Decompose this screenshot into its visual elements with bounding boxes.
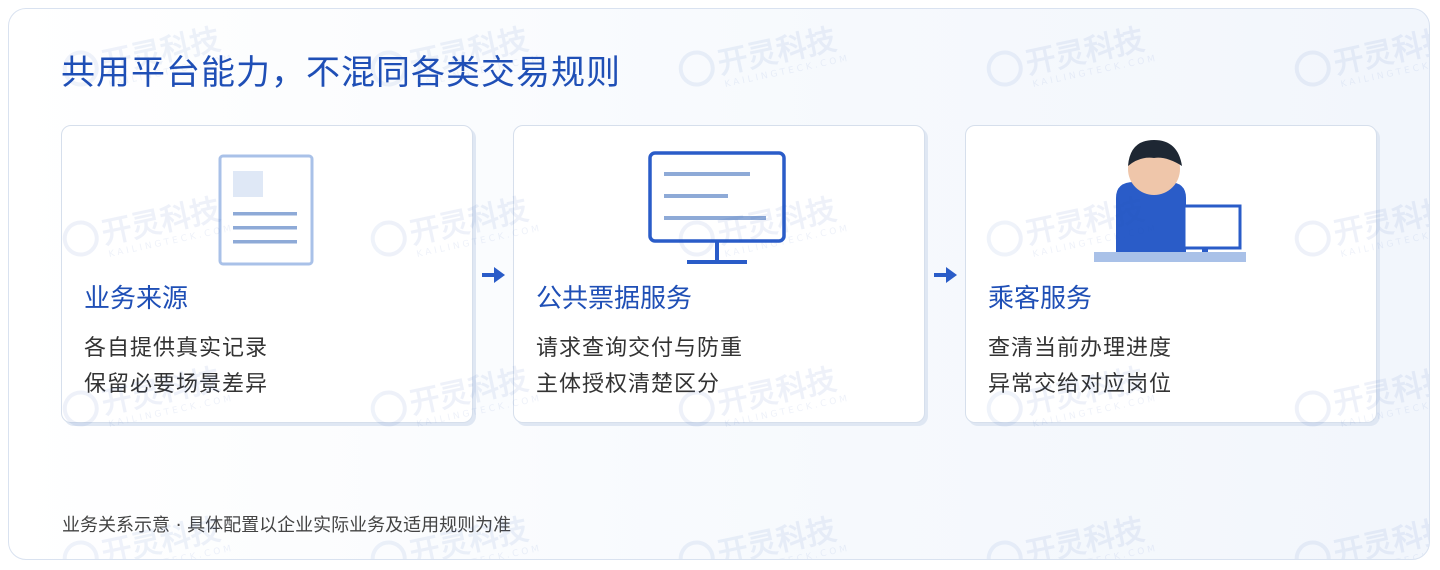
svg-text:KAILINGTECK.COM: KAILINGTECK.COM [416,544,543,560]
card-description-line: 主体授权清楚区分 [536,372,721,397]
svg-text:开灵科技: 开灵科技 [715,512,840,560]
card-public-ticket-service: 公共票据服务 请求查询交付与防重 主体授权清楚区分 [513,125,925,423]
card-title: 公共票据服务 [536,284,693,314]
svg-text:KAILINGTECK.COM: KAILINGTECK.COM [724,54,851,90]
svg-text:KAILINGTECK.COM: KAILINGTECK.COM [1340,544,1430,560]
svg-text:开灵科技: 开灵科技 [1331,512,1430,560]
card-passenger-service: 乘客服务 查清当前办理进度 异常交给对应岗位 [965,125,1377,423]
card-description-line: 请求查询交付与防重 [536,336,744,361]
card-description-line: 查清当前办理进度 [988,336,1173,361]
svg-text:开灵科技: 开灵科技 [715,22,840,81]
svg-text:KAILINGTECK.COM: KAILINGTECK.COM [1032,544,1159,560]
footnote: 业务关系示意 · 具体配置以企业实际业务及适用规则为准 [62,515,512,536]
card-description-line: 各自提供真实记录 [84,336,269,361]
arrow-right-icon [934,267,957,283]
svg-text:开灵科技: 开灵科技 [1331,22,1430,81]
diagram-panel: 共用平台能力，不混同各类交易规则 业务来源 各自提供真实记录 保留必要场景差异 … [8,8,1430,560]
card-description-line: 保留必要场景差异 [84,372,269,397]
svg-text:KAILINGTECK.COM: KAILINGTECK.COM [1340,54,1430,90]
person-at-computer-icon [1094,140,1246,262]
card-title: 业务来源 [84,284,189,314]
monitor-icon [648,151,786,264]
svg-text:开灵科技: 开灵科技 [1023,512,1148,560]
svg-text:开灵科技: 开灵科技 [1023,22,1148,81]
card-title: 乘客服务 [988,284,1093,314]
svg-text:KAILINGTECK.COM: KAILINGTECK.COM [1032,54,1159,90]
document-icon [218,154,314,266]
card-description-line: 异常交给对应岗位 [988,372,1173,397]
diagram-title: 共用平台能力，不混同各类交易规则 [61,53,621,93]
svg-text:KAILINGTECK.COM: KAILINGTECK.COM [724,544,851,560]
arrow-right-icon [482,267,505,283]
svg-text:KAILINGTECK.COM: KAILINGTECK.COM [108,544,235,560]
card-business-source: 业务来源 各自提供真实记录 保留必要场景差异 [61,125,473,423]
